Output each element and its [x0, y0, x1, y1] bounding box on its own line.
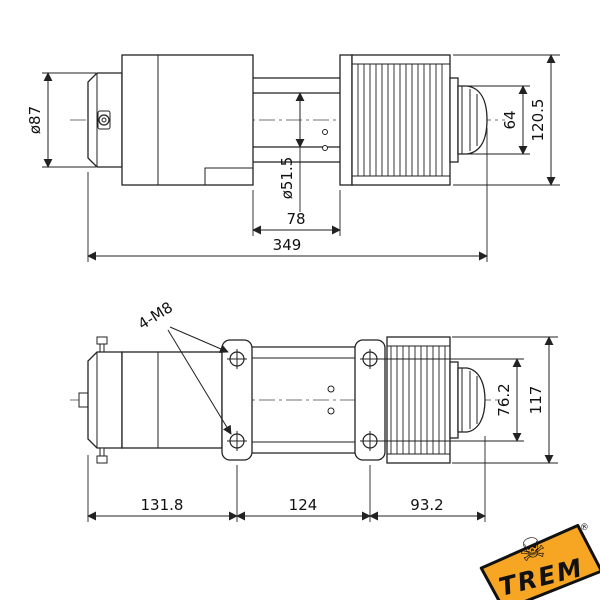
motor-housing — [351, 54, 451, 186]
stud-shaft-bottom — [99, 447, 105, 457]
stud-nut-bottom — [96, 455, 108, 464]
dim-right-section: 93.2 — [369, 436, 486, 522]
dim-label-drum-length: 78 — [286, 210, 305, 228]
dim-label-bolt-spacing-x: 124 — [289, 496, 318, 514]
top-view-side-elevation: ø87 ø51.5 78 64 120.5 — [26, 54, 560, 262]
cap-flange — [449, 77, 459, 163]
dim-label-overall-height: 120.5 — [529, 99, 547, 142]
clutch-cap-plan — [449, 361, 486, 439]
cap-flange — [449, 361, 459, 439]
dim-label-bolt-spacing-y: 76.2 — [495, 383, 513, 416]
dim-bolt-spacing-y: 76.2 — [377, 358, 524, 442]
dim-label-overall-width: 117 — [527, 386, 545, 415]
stud-nut-top — [96, 336, 108, 345]
mounting-plate-right — [354, 339, 386, 461]
cooling-ribs — [390, 346, 446, 454]
bracket-notch — [204, 167, 253, 185]
gear-housing-plan — [121, 351, 223, 449]
dim-label-drum-diameter: ø51.5 — [278, 157, 296, 200]
bottom-view-plan: 4-M8 131.8 124 93.2 76.2 — [70, 298, 558, 522]
drain-hole — [327, 385, 335, 393]
dim-overall-width: 117 — [452, 336, 558, 464]
dim-label-right-section: 93.2 — [410, 496, 443, 514]
dim-left-section: 131.8 — [87, 455, 238, 522]
dim-label-cap-diameter: 64 — [501, 110, 519, 129]
frame-channel — [252, 346, 355, 454]
vent-hole — [322, 129, 328, 135]
dim-cap-diameter: 64 — [468, 85, 530, 155]
vent-hole — [322, 145, 328, 151]
dim-overall-length: 349 — [87, 128, 488, 262]
tie-rails — [253, 77, 340, 163]
side-bolt — [78, 392, 89, 408]
motor-end-cap — [87, 72, 123, 168]
registered-mark: ® — [579, 522, 590, 534]
dim-label-overall-length: 349 — [273, 236, 302, 254]
dim-bolt-spacing-x: 124 — [236, 465, 371, 522]
cooling-ribs — [357, 64, 443, 176]
dim-overall-height: 120.5 — [453, 54, 560, 186]
clutch-cap — [449, 77, 488, 163]
gear-housing — [121, 54, 254, 186]
right-bracket-plate — [339, 54, 353, 186]
mounting-plate-left — [221, 339, 253, 461]
motor-housing-plan — [386, 336, 451, 464]
stud-shaft-top — [99, 343, 105, 353]
dim-label-left-section: 131.8 — [141, 496, 184, 514]
dim-label-motor-diameter: ø87 — [26, 106, 44, 134]
dim-drum-diameter: ø51.5 — [278, 92, 305, 212]
drain-hole — [327, 407, 335, 415]
dim-motor-diameter: ø87 — [26, 72, 96, 168]
dim-drum-length: 78 — [252, 190, 341, 236]
callout-label-mounting-bolts: 4-M8 — [135, 298, 176, 333]
trem-logo: ☠ TREM ® — [479, 522, 600, 600]
logo-badge — [479, 523, 600, 600]
motor-end-cap-plan — [78, 336, 123, 464]
